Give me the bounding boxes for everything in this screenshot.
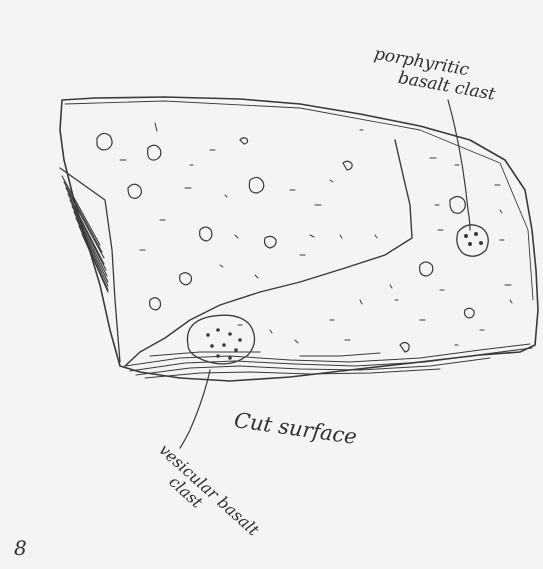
- corner-mark: 8: [14, 536, 27, 560]
